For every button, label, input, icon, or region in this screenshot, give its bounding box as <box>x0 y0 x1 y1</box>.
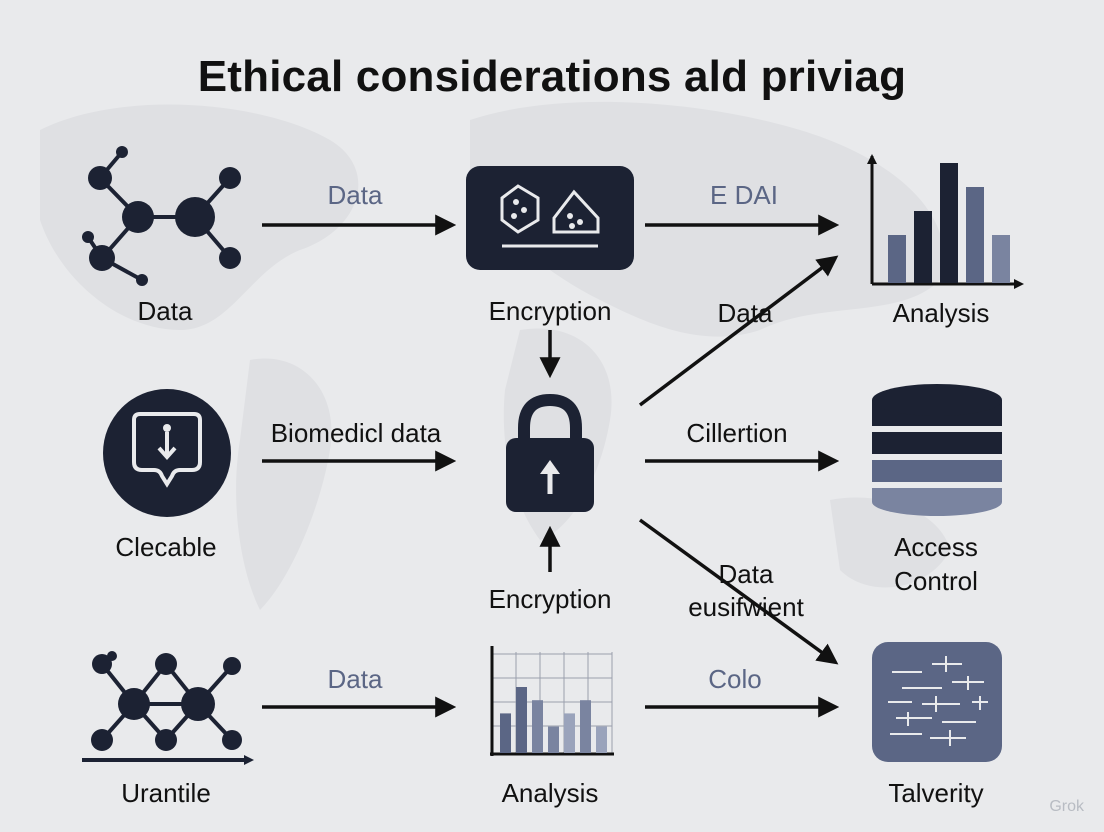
node-label-encryption-top: Encryption <box>488 296 612 326</box>
bar-bottom-1 <box>500 713 511 753</box>
edge-label-lock-to-talverity-1: Data <box>718 559 774 589</box>
analysis-bar-chart-top <box>867 154 1024 289</box>
lock-icon <box>506 393 594 512</box>
arrow-lock-to-analysis <box>638 255 839 407</box>
edge-label-lock-to-talverity-2: eusifwient <box>688 592 804 622</box>
bar-top-1 <box>888 235 906 283</box>
node-label-analysis-top: Analysis <box>892 298 990 328</box>
node-label-data: Data <box>137 296 193 326</box>
edge-label-analysis-to-talverity: Colo <box>708 664 762 694</box>
talverity-grid-icon <box>872 642 1002 762</box>
bar-top-5 <box>992 235 1010 283</box>
bar-bottom-3 <box>532 700 543 753</box>
diagram-title: Ethical considerations ald priviag <box>197 52 907 101</box>
node-label-clecable: Clecable <box>115 532 217 562</box>
edge-label-data-to-encryption: Data <box>327 180 383 210</box>
node-label-access: Access <box>894 532 978 562</box>
watermark: Grok <box>1049 798 1084 815</box>
database-storage-icon <box>872 384 1002 516</box>
edge-label-clecable-to-lock: Biomedicl data <box>270 418 442 448</box>
bar-top-2 <box>914 211 932 283</box>
encryption-device-icon <box>466 166 634 270</box>
edge-label-lock-to-analysis: Data <box>717 298 773 328</box>
molecule-network-icon <box>82 146 241 286</box>
edge-label-lock-to-storage: Cillertion <box>686 418 788 448</box>
node-label-encryption-bottom: Encryption <box>488 584 612 614</box>
arrow-lock-to-talverity <box>638 518 839 665</box>
bar-bottom-5 <box>564 713 575 753</box>
bar-top-4 <box>966 187 984 283</box>
clecable-download-icon <box>103 389 231 517</box>
node-label-analysis-bottom: Analysis <box>501 778 599 808</box>
bar-bottom-2 <box>516 687 527 753</box>
bar-top-3 <box>940 163 958 283</box>
molecule-lattice-icon <box>82 651 254 765</box>
edge-label-encryption-to-analysis: E DAI <box>710 180 778 210</box>
node-label-urantile: Urantile <box>121 778 211 808</box>
node-label-control: Control <box>894 566 978 596</box>
bar-bottom-7 <box>596 726 607 753</box>
edge-label-urantile-to-analysis: Data <box>327 664 383 694</box>
bar-bottom-4 <box>548 726 559 753</box>
bar-bottom-6 <box>580 700 591 753</box>
node-label-talverity: Talverity <box>888 778 984 808</box>
analysis-bar-chart-bottom <box>490 646 614 756</box>
